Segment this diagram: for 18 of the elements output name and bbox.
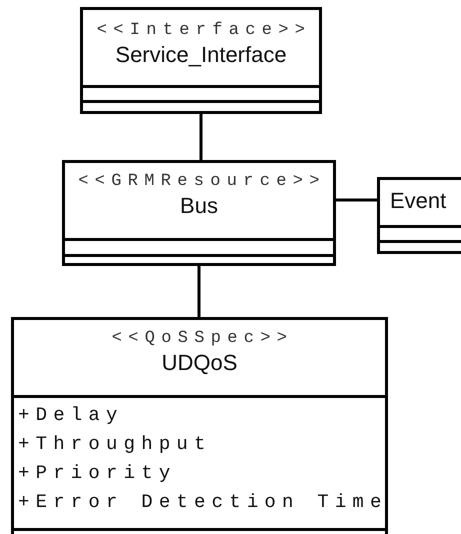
association-line (198, 266, 200, 317)
attribute-label: +Priority (17, 461, 178, 486)
class-name: Bus (179, 193, 219, 219)
class-box (377, 177, 461, 254)
attribute-label: +Error Detection Time (17, 490, 385, 515)
class-box (80, 7, 322, 114)
association-line (336, 198, 377, 202)
class-name: Event (390, 188, 448, 214)
stereotype-label: <<Interface>> (96, 20, 312, 42)
attribute-label: +Delay (17, 403, 125, 428)
association-line (200, 114, 202, 160)
attribute-label: +Throughput (17, 432, 213, 457)
class-name: Service_Interface (114, 42, 288, 68)
stereotype-label: <<QoSSpec>> (110, 328, 294, 350)
stereotype-label: <<GRMResource>> (77, 171, 327, 193)
class-box (62, 160, 336, 266)
class-box (11, 317, 388, 534)
class-name: UDQoS (160, 350, 238, 376)
